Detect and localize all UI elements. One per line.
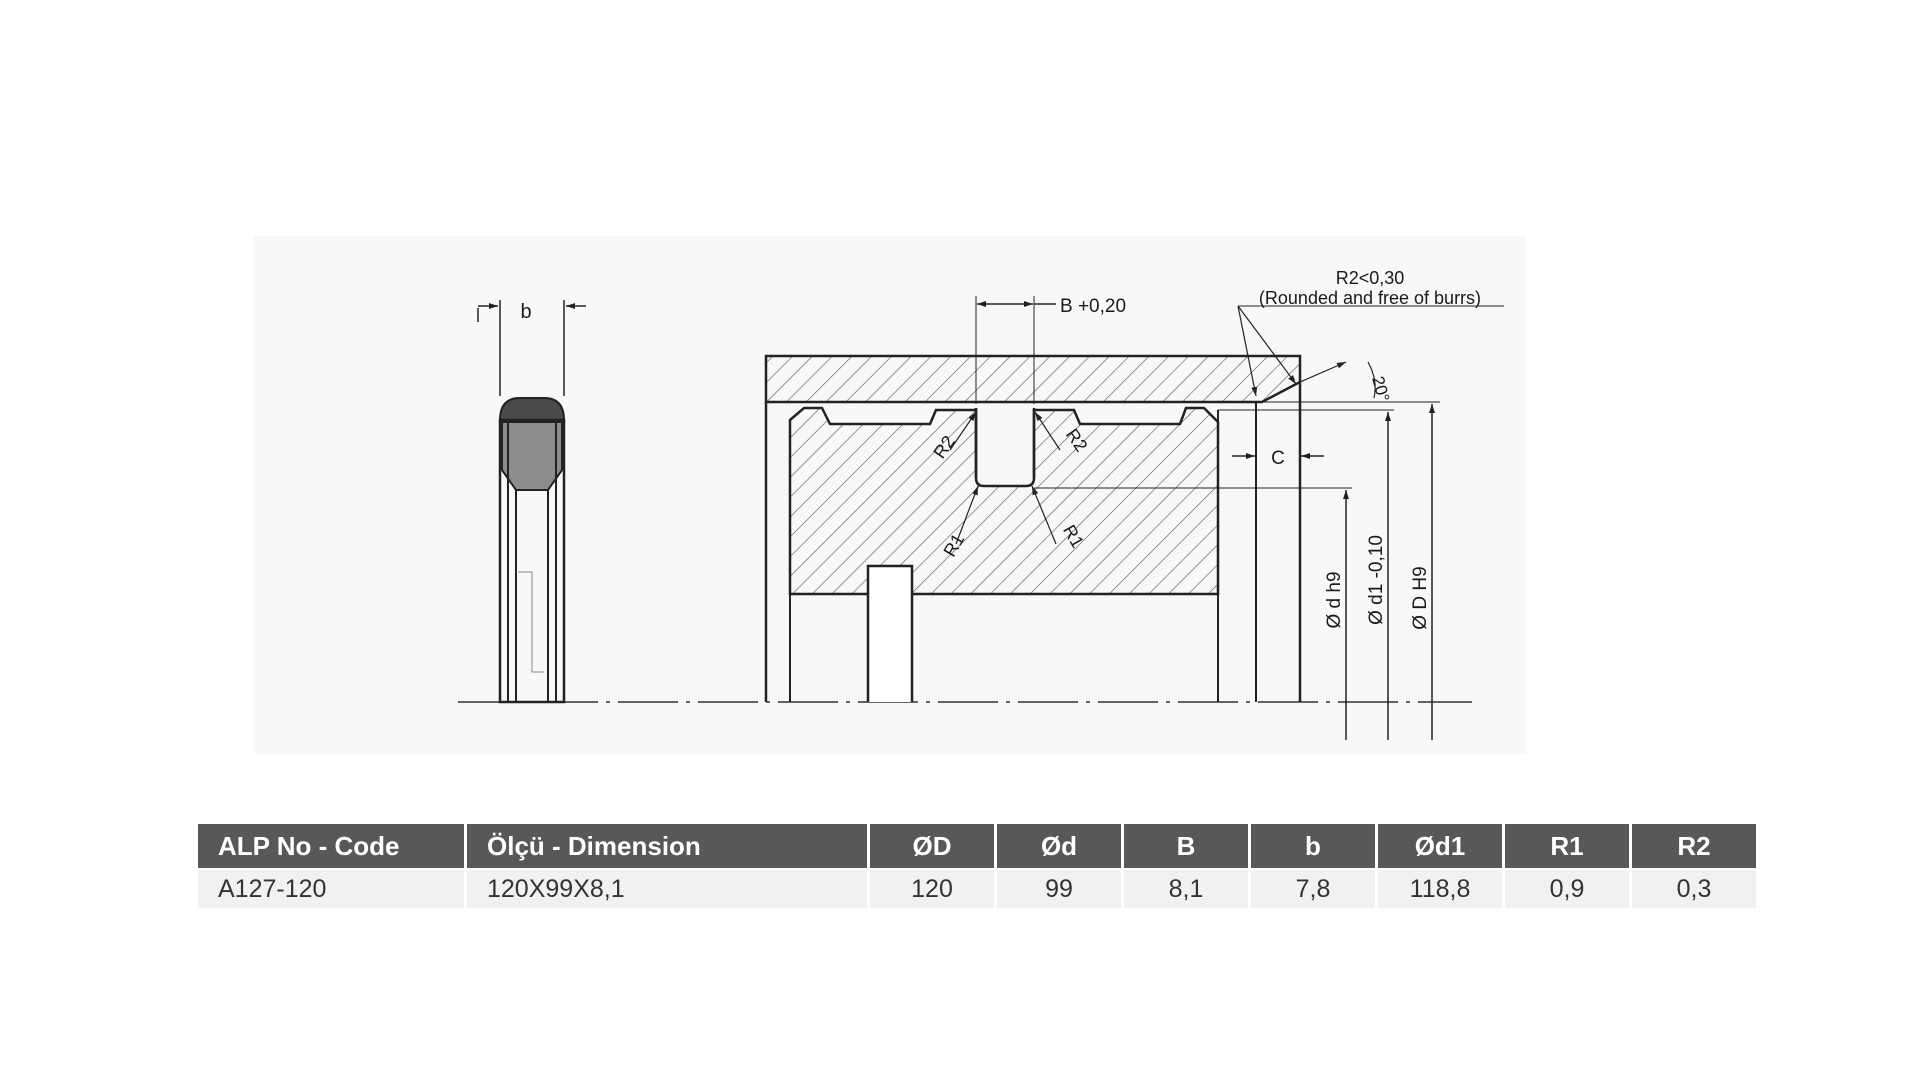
dim-groove-width <box>975 296 1056 404</box>
header-inner-diameter: Ød <box>997 824 1121 868</box>
cell-ring-width: 7,8 <box>1251 868 1375 908</box>
cell-outer-diameter: 120 <box>870 868 994 908</box>
cell-code: A127-120 <box>198 868 464 908</box>
table-row: A127-120 120X99X8,1 120 99 8,1 7,8 118,8… <box>198 868 1756 908</box>
cell-r1: 0,9 <box>1505 868 1629 908</box>
cell-inner-diameter: 99 <box>997 868 1121 908</box>
label-b: b <box>520 301 531 323</box>
label-dia-d1: Ø d1 -0,10 <box>1366 535 1387 625</box>
table-header-row: ALP No - Code Ölçü - Dimension ØD Ød B b… <box>198 824 1756 868</box>
cell-r2: 0,3 <box>1632 868 1756 908</box>
label-c: C <box>1271 448 1285 469</box>
header-r1: R1 <box>1505 824 1629 868</box>
label-angle: 20° <box>1368 374 1393 404</box>
header-ring-width: b <box>1251 824 1375 868</box>
header-d1: Ød1 <box>1378 824 1502 868</box>
header-dimension: Ölçü - Dimension <box>467 824 867 868</box>
radius-leaders <box>949 411 1061 545</box>
housing-section <box>764 354 1302 702</box>
r2-note-leaders <box>1237 305 1504 397</box>
label-r2-note-detail: (Rounded and free of burrs) <box>1259 288 1481 308</box>
header-groove-width: B <box>1124 824 1248 868</box>
dim-diameters <box>1034 401 1440 740</box>
cell-dimension: 120X99X8,1 <box>467 868 867 908</box>
header-outer-diameter: ØD <box>870 824 994 868</box>
spec-table: ALP No - Code Ölçü - Dimension ØD Ød B b… <box>195 824 1759 908</box>
label-dia-d: Ø d h9 <box>1324 571 1345 628</box>
label-dia-D: Ø D H9 <box>1410 566 1431 629</box>
cell-groove-width: 8,1 <box>1124 868 1248 908</box>
label-groove-width: B +0,20 <box>1060 296 1126 317</box>
wear-ring-section <box>477 300 586 704</box>
header-r2: R2 <box>1632 824 1756 868</box>
cell-d1: 118,8 <box>1378 868 1502 908</box>
header-code: ALP No - Code <box>198 824 464 868</box>
label-r2-note: R2<0,30 <box>1336 268 1405 288</box>
